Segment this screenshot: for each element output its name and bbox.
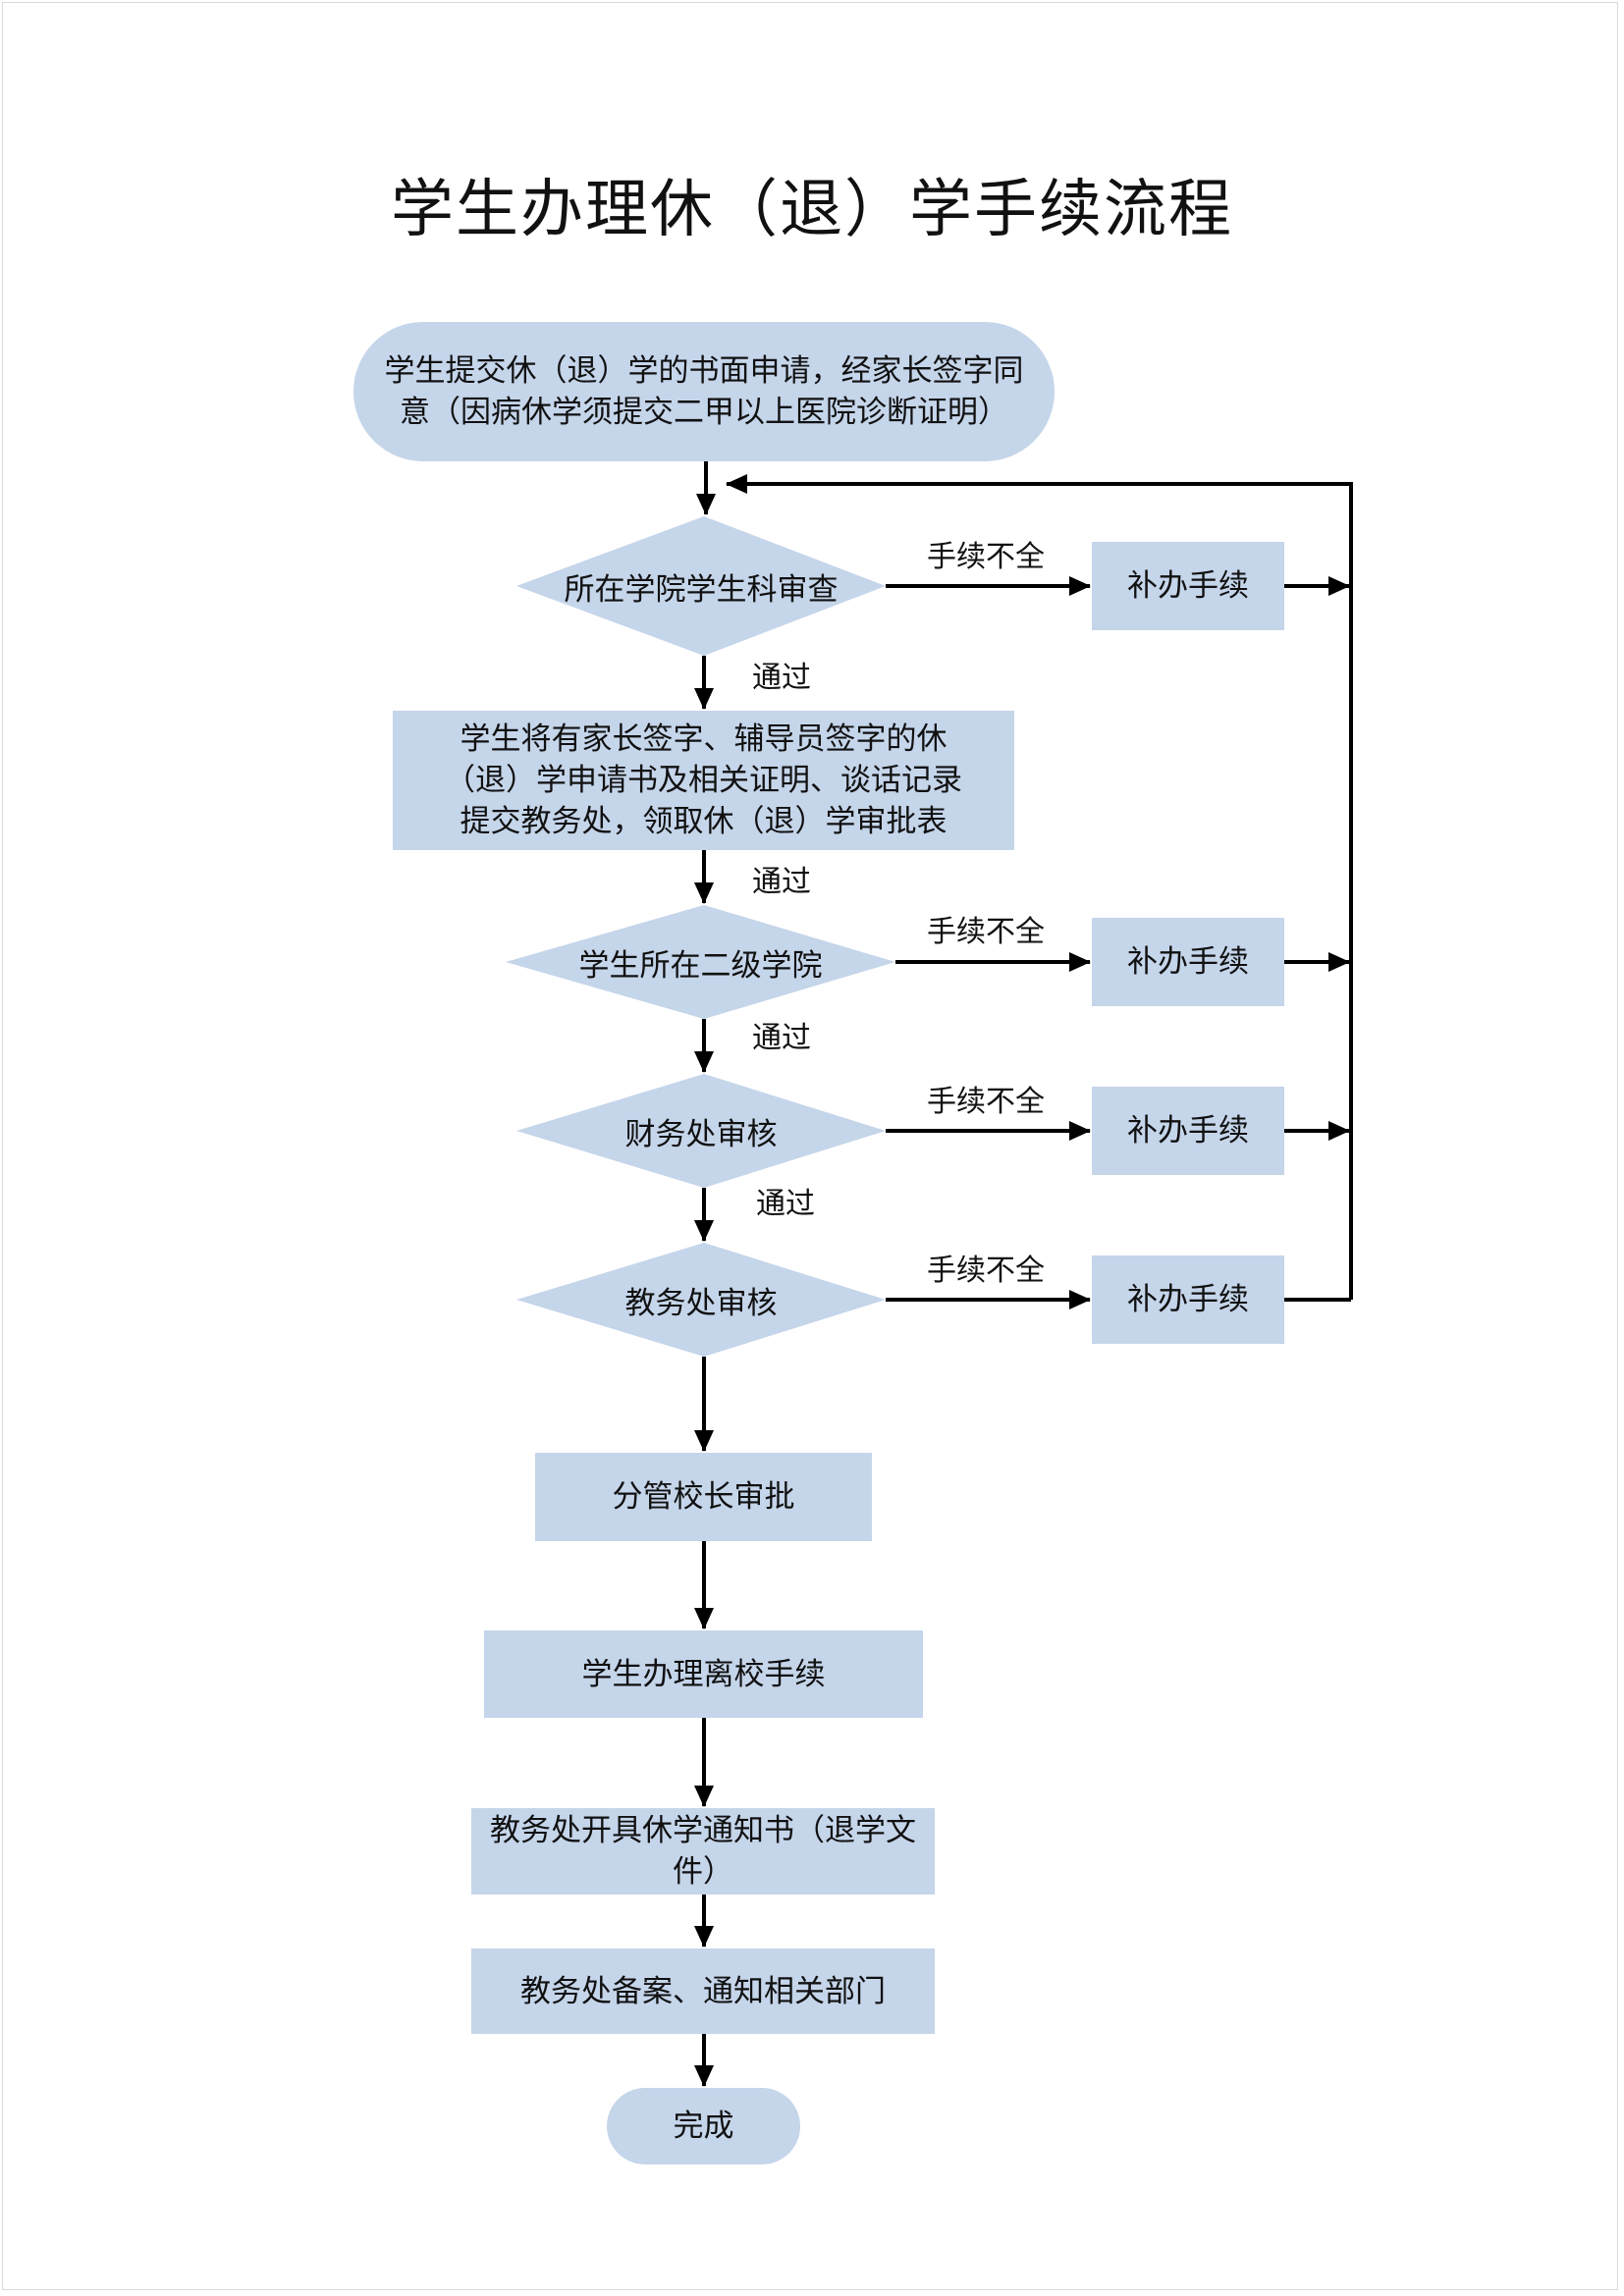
secondary-college-label: 学生所在二级学院 <box>578 947 823 984</box>
page-title: 学生办理休（退）学手续流程 <box>391 174 1233 246</box>
supplement-box-2: 补办手续 <box>1092 918 1284 1006</box>
college-office-review-label: 所在学院学生科审查 <box>564 571 839 608</box>
supplement-box-1: 补办手续 <box>1092 542 1284 630</box>
submit-materials-label: 学生将有家长签字、辅导员签字的休（退）学申请书及相关证明、谈话记录提交教务处，领… <box>445 721 962 839</box>
edge-label-incomplete-4: 手续不全 <box>927 1254 1045 1288</box>
supplement-box-4: 补办手续 <box>1092 1255 1284 1344</box>
vice-president-approval-node: 分管校长审批 <box>535 1453 872 1541</box>
leave-procedures-label: 学生办理离校手续 <box>581 1656 826 1692</box>
edge-label-pass-4: 通过 <box>756 1187 815 1221</box>
edge-label-incomplete-2: 手续不全 <box>927 915 1045 949</box>
done-label: 完成 <box>673 2109 734 2144</box>
diamond-finance-review <box>516 1074 886 1188</box>
edge-label-pass-1: 通过 <box>752 661 811 695</box>
supplement-box-3: 补办手续 <box>1092 1087 1284 1175</box>
start-node: 学生提交休（退）学的书面申请，经家长签字同意（因病休学须提交二甲以上医院诊断证明… <box>353 322 1055 461</box>
done-node: 完成 <box>607 2088 800 2164</box>
issue-notice-node: 教务处开具休学通知书（退学文件） <box>471 1808 935 1895</box>
line-return-loop <box>726 474 1353 1300</box>
supplement-box-2-label: 补办手续 <box>1127 944 1249 980</box>
finance-review-label: 财务处审核 <box>624 1116 778 1152</box>
supplement-box-1-label: 补办手续 <box>1127 568 1249 604</box>
vice-president-approval-label: 分管校长审批 <box>612 1479 795 1515</box>
filing-notify-node: 教务处备案、通知相关部门 <box>471 1949 935 2034</box>
edge-label-pass-3: 通过 <box>752 1021 811 1055</box>
diamond-secondary-college <box>506 905 895 1019</box>
leave-procedures-node: 学生办理离校手续 <box>484 1630 923 1718</box>
diamond-college-office-review <box>516 516 886 656</box>
supplement-box-4-label: 补办手续 <box>1127 1282 1249 1317</box>
submit-materials-node: 学生将有家长签字、辅导员签字的休（退）学申请书及相关证明、谈话记录提交教务处，领… <box>393 711 1014 850</box>
edge-label-incomplete-1: 手续不全 <box>927 540 1045 574</box>
edge-label-pass-2: 通过 <box>752 865 811 899</box>
filing-notify-label: 教务处备案、通知相关部门 <box>520 1973 886 2009</box>
supplement-box-3-label: 补办手续 <box>1127 1113 1249 1148</box>
diamond-academic-review <box>516 1243 886 1357</box>
issue-notice-label: 教务处开具休学通知书（退学文件） <box>490 1813 916 1890</box>
edge-label-incomplete-3: 手续不全 <box>927 1085 1045 1119</box>
start-node-label: 学生提交休（退）学的书面申请，经家长签字同意（因病休学须提交二甲以上医院诊断证明… <box>384 353 1024 430</box>
academic-review-label: 教务处审核 <box>624 1285 778 1321</box>
